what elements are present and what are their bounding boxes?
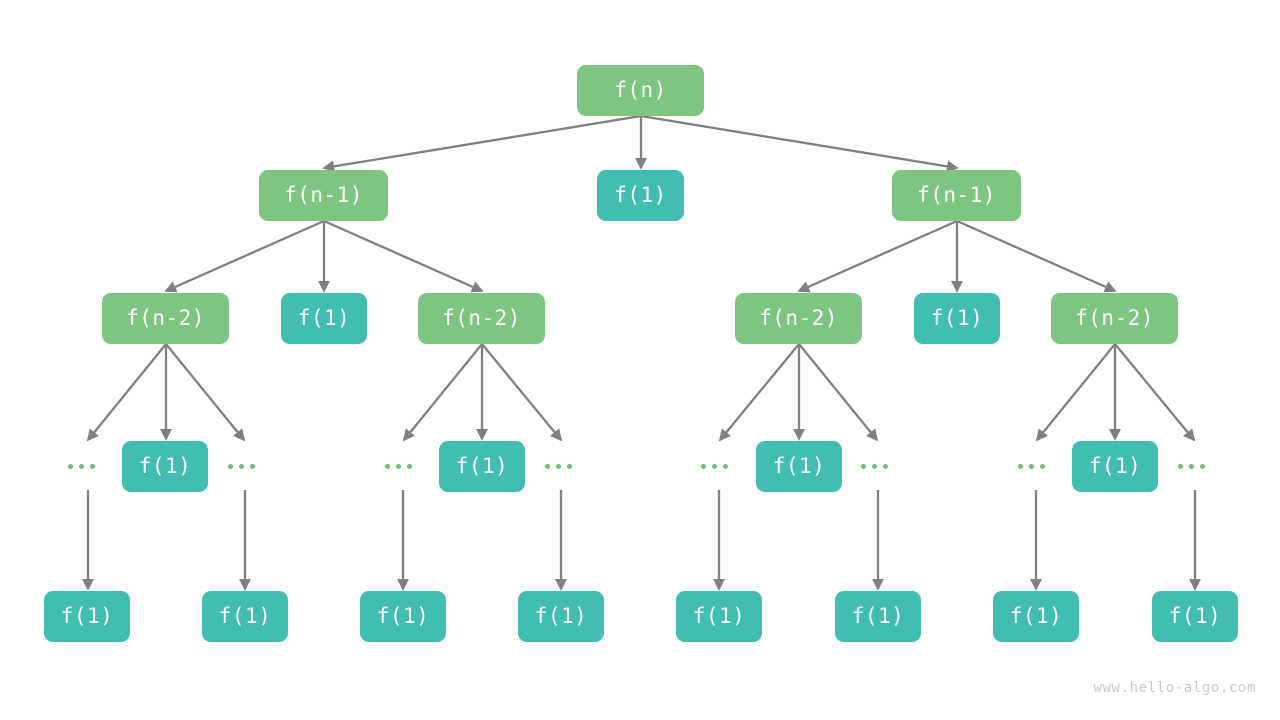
tree-node-label: f(1) bbox=[455, 454, 509, 478]
tree-node-label: f(1) bbox=[851, 604, 905, 628]
tree-node-n11[interactable]: f(1) bbox=[439, 441, 525, 492]
ellipsis-marker-e5: ... bbox=[861, 456, 888, 476]
tree-node-n5[interactable]: f(1) bbox=[281, 293, 367, 344]
tree-node-label: f(n-2) bbox=[126, 306, 205, 330]
tree-node-label: f(1) bbox=[692, 604, 746, 628]
tree-node-label: f(1) bbox=[1088, 454, 1142, 478]
tree-node-label: f(1) bbox=[218, 604, 272, 628]
tree-node-n14[interactable]: f(1) bbox=[44, 591, 130, 642]
tree-node-label: f(1) bbox=[1009, 604, 1063, 628]
tree-node-label: f(1) bbox=[930, 306, 984, 330]
tree-node-n7[interactable]: f(n-2) bbox=[735, 293, 862, 344]
tree-node-label: f(n-1) bbox=[284, 183, 363, 207]
tree-edge-n1-to-n4 bbox=[164, 219, 325, 293]
tree-node-label: f(1) bbox=[614, 183, 667, 207]
tree-node-n19[interactable]: f(1) bbox=[835, 591, 921, 642]
ellipsis-marker-e3: ... bbox=[545, 456, 572, 476]
ellipsis-marker-e4: ... bbox=[701, 456, 728, 476]
ellipsis-marker-e2: ... bbox=[385, 456, 412, 476]
tree-edge-n7-to-e4 bbox=[718, 343, 800, 442]
tree-node-n21[interactable]: f(1) bbox=[1152, 591, 1238, 642]
ellipsis-marker-e1: ... bbox=[228, 456, 255, 476]
tree-node-n9[interactable]: f(n-2) bbox=[1051, 293, 1178, 344]
tree-edge-n6-to-e2 bbox=[402, 343, 483, 442]
tree-node-n4[interactable]: f(n-2) bbox=[102, 293, 229, 344]
tree-node-n8[interactable]: f(1) bbox=[914, 293, 1000, 344]
tree-node-n17[interactable]: f(1) bbox=[518, 591, 604, 642]
tree-edge-n7-to-e5 bbox=[798, 343, 879, 442]
tree-node-label: f(1) bbox=[1168, 604, 1222, 628]
tree-node-label: f(1) bbox=[297, 306, 351, 330]
tree-node-n12[interactable]: f(1) bbox=[756, 441, 842, 492]
ellipsis-marker-e7: ... bbox=[1178, 456, 1205, 476]
tree-node-n0[interactable]: f(n) bbox=[577, 65, 704, 116]
tree-node-label: f(1) bbox=[138, 454, 192, 478]
ellipsis-marker-e6: ... bbox=[1018, 456, 1045, 476]
tree-edge-n1-to-n6 bbox=[323, 219, 484, 293]
tree-edge-n4-to-e0 bbox=[86, 343, 167, 442]
tree-node-n3[interactable]: f(n-1) bbox=[892, 170, 1021, 221]
tree-edge-n0-to-n3 bbox=[640, 114, 959, 173]
tree-node-label: f(1) bbox=[60, 604, 114, 628]
tree-edge-n6-to-e3 bbox=[481, 343, 563, 442]
watermark: www.hello-algo.com bbox=[1093, 680, 1256, 696]
tree-node-label: f(n) bbox=[614, 78, 667, 102]
tree-node-n10[interactable]: f(1) bbox=[122, 441, 208, 492]
tree-node-n18[interactable]: f(1) bbox=[676, 591, 762, 642]
tree-edge-n3-to-n9 bbox=[956, 219, 1117, 293]
tree-edge-n3-to-n7 bbox=[797, 219, 958, 293]
tree-node-label: f(1) bbox=[772, 454, 826, 478]
tree-node-n13[interactable]: f(1) bbox=[1072, 441, 1158, 492]
tree-node-n1[interactable]: f(n-1) bbox=[259, 170, 388, 221]
tree-edge-n9-to-e6 bbox=[1035, 343, 1116, 442]
tree-edge-n4-to-e1 bbox=[165, 343, 246, 442]
tree-node-label: f(n-2) bbox=[1075, 306, 1154, 330]
tree-node-n6[interactable]: f(n-2) bbox=[418, 293, 545, 344]
tree-node-label: f(1) bbox=[376, 604, 430, 628]
ellipsis-marker-e0: ... bbox=[68, 456, 95, 476]
tree-node-label: f(n-2) bbox=[442, 306, 521, 330]
tree-node-n20[interactable]: f(1) bbox=[993, 591, 1079, 642]
tree-node-n16[interactable]: f(1) bbox=[360, 591, 446, 642]
tree-node-label: f(n-1) bbox=[917, 183, 996, 207]
tree-node-n15[interactable]: f(1) bbox=[202, 591, 288, 642]
tree-node-label: f(n-2) bbox=[759, 306, 838, 330]
tree-node-n2[interactable]: f(1) bbox=[597, 170, 684, 221]
tree-edge-n0-to-n1 bbox=[322, 114, 642, 173]
tree-node-label: f(1) bbox=[534, 604, 588, 628]
tree-edge-n9-to-e7 bbox=[1114, 343, 1196, 442]
